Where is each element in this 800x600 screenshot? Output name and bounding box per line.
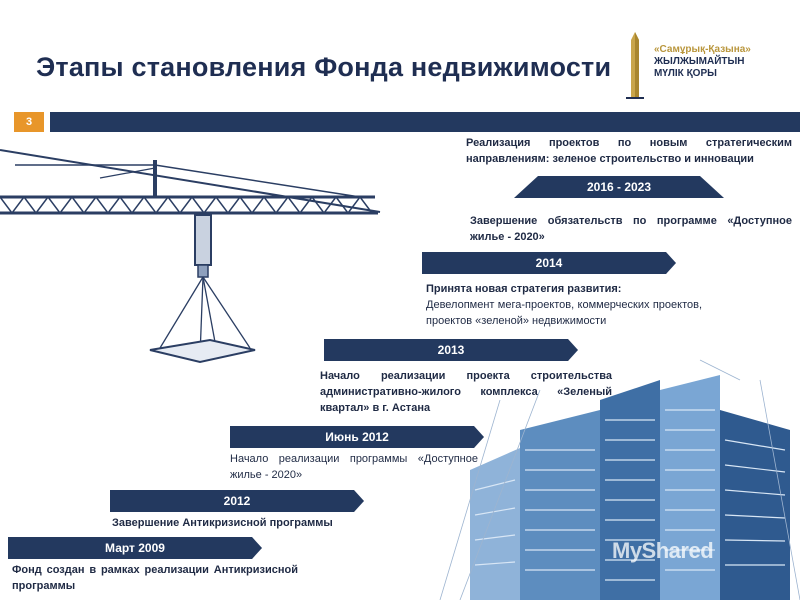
buildings-icon: [439, 359, 800, 600]
stage-2016-text-above: Реализация проектов по новым стратегичес…: [466, 137, 792, 165]
stage-2014-heading: Принята новая стратегия развития:: [426, 283, 622, 295]
stage-2012-text: Завершение Антикризисной программы: [112, 517, 333, 529]
stage-june-2012-text: Начало реализации программы «Доступное ж…: [230, 453, 478, 481]
company-logo: «Самұрық-Қазына» ЖЫЛЖЫМАЙТЫН МҮЛІК ҚОРЫ: [620, 30, 795, 102]
stage-2016-bar: 2016 - 2023: [514, 176, 724, 198]
logo-text: «Самұрық-Қазына» ЖЫЛЖЫМАЙТЫН МҮЛІК ҚОРЫ: [654, 44, 751, 80]
crane-icon: [0, 149, 381, 364]
page-title: Этапы становления Фонда недвижимости: [36, 52, 612, 82]
tower-logo-icon: [626, 32, 644, 99]
logo-line-2: ЖЫЛЖЫМАЙТЫН: [654, 56, 745, 67]
stage-march-2009-text: Фонд создан в рамках реализации Антикриз…: [12, 564, 298, 592]
stage-june-2012-bar: Июнь 2012: [230, 426, 484, 448]
stage-2014-text: Принята новая стратегия развития: Девело…: [426, 281, 702, 329]
stage-2013-text: Начало реализации проекта строительства …: [320, 370, 612, 414]
page-number: 3: [14, 112, 44, 132]
stage-2014-bar: 2014: [422, 252, 676, 274]
stage-2012-bar: 2012: [110, 490, 364, 512]
logo-line-1: «Самұрық-Қазына»: [654, 44, 751, 55]
stage-2014-body: Девелопмент мега-проектов, коммерческих …: [426, 299, 702, 327]
stage-march-2009-bar: Март 2009: [8, 537, 262, 559]
logo-line-3: МҮЛІК ҚОРЫ: [654, 68, 717, 79]
header-bar: [50, 112, 800, 132]
watermark: MyShared: [612, 538, 714, 563]
stage-2013-bar: 2013: [324, 339, 578, 361]
stage-2016-text: Завершение обязательств по программе «До…: [470, 215, 792, 243]
